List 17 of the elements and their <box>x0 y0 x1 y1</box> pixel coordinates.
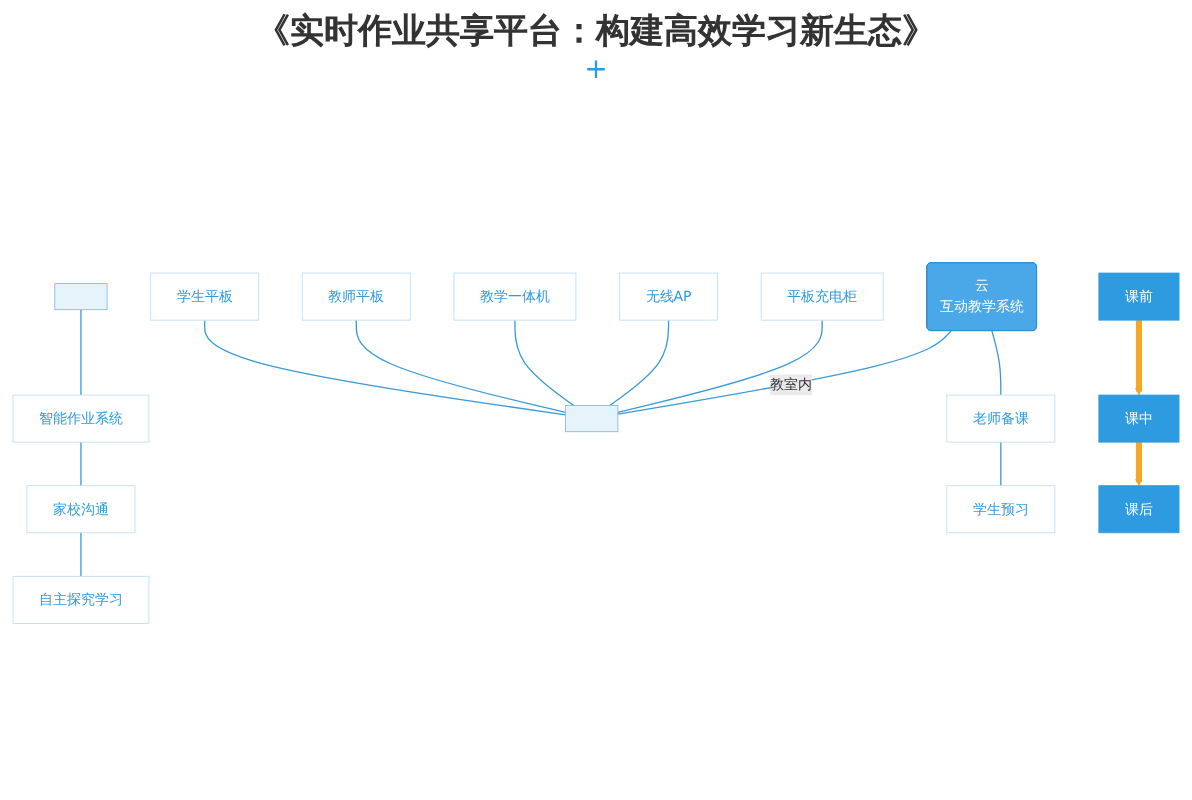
connector <box>617 319 823 413</box>
connector <box>1000 441 1002 487</box>
node-box <box>565 405 619 433</box>
connector <box>514 319 575 407</box>
node-box <box>54 283 108 311</box>
connector <box>80 532 82 577</box>
arrow <box>1135 320 1143 396</box>
connector <box>991 330 1002 396</box>
connector <box>355 319 567 414</box>
connector <box>80 309 82 396</box>
connector <box>617 330 952 415</box>
connector <box>80 441 82 487</box>
connector <box>609 319 670 407</box>
arrow <box>1135 442 1143 487</box>
plus-sign: + <box>584 54 608 86</box>
title: 《实时作业共享平台：构建高效学习新生态》 <box>256 10 936 54</box>
connector <box>204 319 567 416</box>
